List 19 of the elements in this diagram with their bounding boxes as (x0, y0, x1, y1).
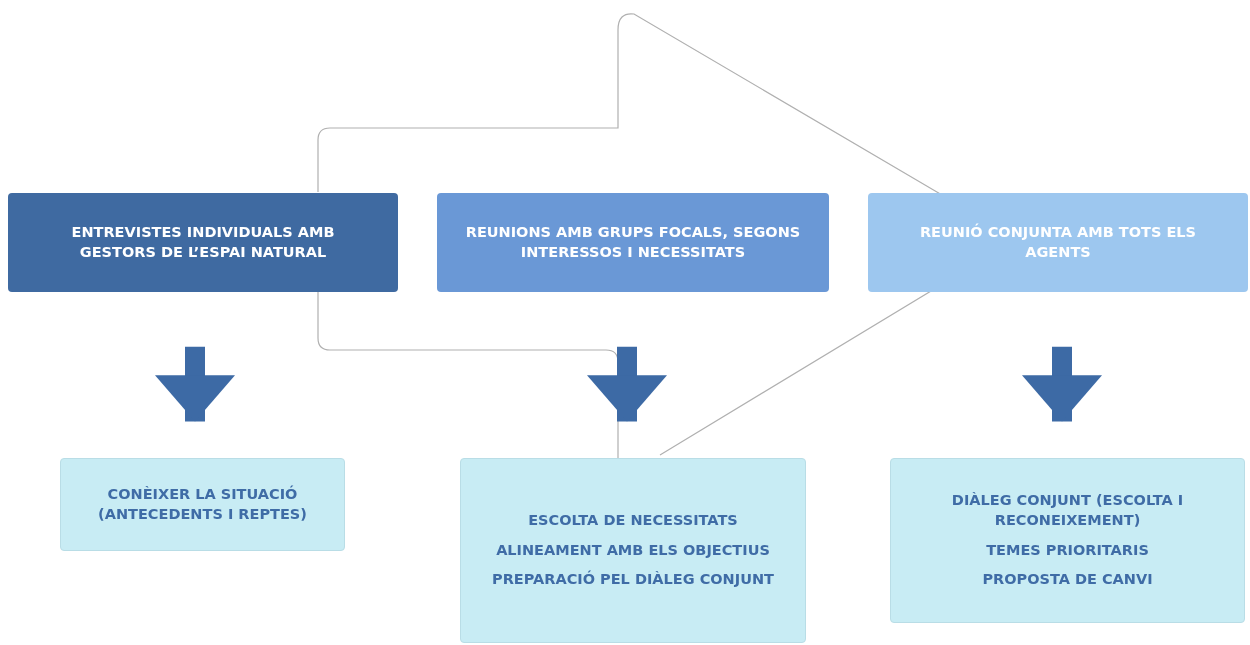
down-arrow (1022, 346, 1102, 422)
box-text: ALINEAMENT AMB ELS OBJECTIUS (496, 540, 770, 560)
outcome-box (890, 458, 1245, 623)
stage-box (437, 193, 829, 292)
stage-box (868, 193, 1248, 292)
down-arrow (587, 346, 667, 422)
box-text: PREPARACIÓ PEL DIÀLEG CONJUNT (492, 570, 774, 590)
box-text: ESCOLTA DE NECESSITATS (528, 511, 738, 531)
box-text: CONÈIXER LA SITUACIÓ (ANTECEDENTS I REPTES) (97, 484, 308, 524)
down-arrow (155, 346, 235, 422)
box-text: PROPOSTA DE CANVI (982, 570, 1153, 590)
outcome-box (460, 458, 806, 643)
box-text: DIÀLEG CONJUNT (ESCOLTA I RECONEIXEMENT) (950, 491, 1185, 530)
box-text: REUNIONS AMB GRUPS FOCALS, SEGONS INTERESSOS I NECESSITATS (465, 222, 801, 262)
box-text: TEMES PRIORITARIS (986, 540, 1149, 560)
box-text: REUNIÓ CONJUNTA AMB TOTS ELS AGENTS (918, 222, 1198, 262)
stage-box (8, 193, 398, 292)
outcome-box (60, 458, 345, 551)
box-text: ENTREVISTES INDIVIDUALS AMB GESTORS DE L’ESPAI NATURAL (70, 222, 336, 262)
